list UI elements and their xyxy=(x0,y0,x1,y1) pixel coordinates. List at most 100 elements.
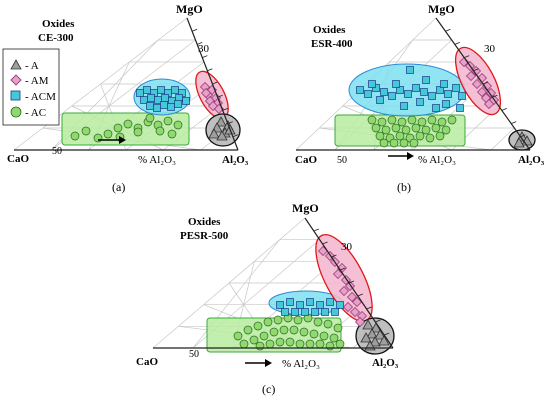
ac-point xyxy=(395,131,405,141)
panel-b-apex-mgo: MgO xyxy=(428,2,455,16)
legend-triangle-icon xyxy=(10,59,22,70)
ac-point xyxy=(425,133,435,143)
ac-point xyxy=(415,131,425,141)
axis-tick xyxy=(366,306,372,310)
ac-point xyxy=(155,126,165,136)
a-point xyxy=(216,130,228,141)
panel-b-apex-cao: CaO xyxy=(295,154,317,166)
ac-point xyxy=(123,119,133,129)
ac-point xyxy=(253,321,263,331)
panel-b-caption: (b) xyxy=(397,180,411,194)
axis-tick xyxy=(222,108,228,111)
am-point xyxy=(466,71,476,81)
panel-a-axes xyxy=(14,17,239,151)
am-point xyxy=(472,79,482,89)
axis-tick xyxy=(212,81,218,85)
axis-tick xyxy=(232,134,239,138)
legend-label-am: - AM xyxy=(25,75,49,87)
ac-point xyxy=(259,331,269,341)
ac-point xyxy=(397,117,407,127)
panel-a-title-line2: CE-300 xyxy=(38,32,74,44)
a-point xyxy=(513,137,525,148)
ac-point xyxy=(401,125,411,135)
acm-point xyxy=(404,90,412,98)
acm-point xyxy=(291,308,299,316)
ac-point xyxy=(163,116,173,126)
axis-tick xyxy=(322,241,328,245)
acm-point xyxy=(396,86,404,94)
ac-point xyxy=(279,325,289,335)
ac-point xyxy=(173,120,183,130)
am-point xyxy=(355,317,365,327)
acm-point xyxy=(157,86,165,94)
ac-point xyxy=(407,115,417,125)
axis-tick xyxy=(375,319,381,323)
panel-a-title-line1: Oxides xyxy=(42,18,75,30)
ac-point xyxy=(295,339,305,349)
legend-label-acm: - ACM xyxy=(25,91,56,103)
ac-point xyxy=(333,323,343,333)
axis-tick xyxy=(313,228,319,232)
acm-point xyxy=(428,92,436,100)
a-point xyxy=(374,329,386,340)
panel-b-markers xyxy=(356,57,533,148)
axis-tick xyxy=(464,55,470,58)
acm-point xyxy=(316,301,324,309)
panel-a-tick-50: 50 xyxy=(52,146,62,157)
ac-point xyxy=(435,131,445,141)
acm-point xyxy=(416,98,424,106)
a-point xyxy=(369,336,381,347)
panel-c: Oxides PESR-500 MgO CaO Al₂O₃ 30 50 % Al… xyxy=(136,201,399,396)
legend-square-icon xyxy=(10,90,21,101)
ac-point xyxy=(273,315,283,325)
grid-line xyxy=(152,217,306,349)
acm-point xyxy=(167,103,175,111)
axis-tick xyxy=(227,121,233,124)
ac-point xyxy=(81,126,91,136)
ac-point xyxy=(249,335,259,345)
ac-point xyxy=(437,117,447,127)
acm-point xyxy=(161,94,169,102)
legend-label-a: - A xyxy=(25,60,39,72)
ac-point xyxy=(367,115,377,125)
acm-point xyxy=(296,301,304,309)
grid-line xyxy=(490,127,515,151)
acm-point xyxy=(458,92,466,100)
a-point xyxy=(366,328,378,339)
ac-point xyxy=(305,339,315,349)
acm-point xyxy=(422,76,430,84)
axis-tick xyxy=(357,293,363,297)
panel-a-tick-30: 30 xyxy=(198,43,210,55)
ac-point xyxy=(145,113,155,123)
acm-point xyxy=(336,301,344,309)
panel-b-axes xyxy=(296,17,531,160)
acm-point xyxy=(321,308,329,316)
ac-point xyxy=(113,123,123,133)
acm-point xyxy=(143,86,151,94)
panel-a-apex-cao: CaO xyxy=(7,153,29,165)
acm-point xyxy=(440,80,448,88)
acm-point xyxy=(146,102,154,110)
axis-tick xyxy=(207,68,213,72)
panel-a-caption: (a) xyxy=(112,180,125,194)
panel-c-title-line1: Oxides xyxy=(188,216,221,228)
acm-point xyxy=(301,308,309,316)
ac-point xyxy=(315,339,325,349)
axis-tick xyxy=(202,55,208,58)
acm-point xyxy=(420,88,428,96)
ac-point xyxy=(269,327,279,337)
legend: - A - AM - ACM - AC xyxy=(2,48,60,126)
a-point xyxy=(360,332,372,343)
axis-tick xyxy=(197,42,203,45)
acm-point xyxy=(452,84,460,92)
axis-tick xyxy=(511,121,517,124)
acm-point xyxy=(376,96,384,104)
ac-point xyxy=(387,115,397,125)
am-point xyxy=(477,87,487,97)
panel-c-apex-mgo: MgO xyxy=(292,201,319,215)
ac-point xyxy=(381,125,391,135)
acm-point xyxy=(136,89,144,97)
am-point xyxy=(350,307,360,317)
ac-point xyxy=(427,115,437,125)
